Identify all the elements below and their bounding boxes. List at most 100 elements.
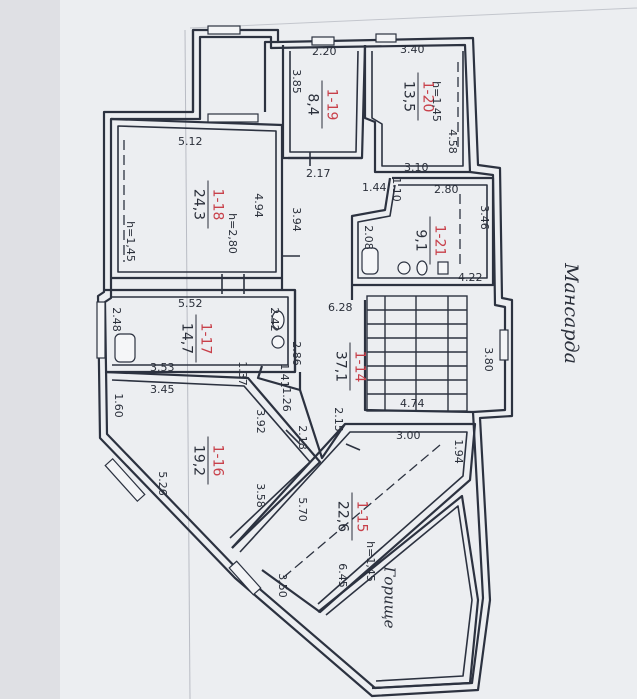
room-area: 19,2	[190, 444, 207, 477]
dim-label: 5.52	[178, 297, 203, 310]
wall-room-19-inner	[289, 50, 359, 153]
room-17-label: 1-17 14,7	[178, 309, 214, 369]
dim-label: 5.70	[295, 497, 309, 522]
room-id: 1-17	[197, 322, 214, 355]
wall-room-18	[110, 117, 284, 280]
attic-label: Горище	[380, 566, 399, 629]
window-room-17	[96, 301, 106, 359]
dim-label: 6.45	[335, 563, 349, 588]
window-room-19	[311, 36, 335, 46]
slope-line-15	[277, 444, 441, 583]
room-14-label: 1-14 37,1	[332, 337, 368, 397]
wall-room-16	[104, 370, 322, 549]
toilet-icon-21	[416, 260, 428, 276]
wall-room-15-inner	[239, 431, 468, 605]
dim-label: 1.37	[235, 361, 249, 386]
window-room-15	[228, 560, 262, 596]
dim-label: 3.46	[477, 205, 491, 230]
room-area: 22,6	[334, 500, 351, 533]
sink-icon-21	[397, 261, 411, 275]
dim-label: h=1,45	[123, 221, 137, 262]
wall-room-20-inner	[371, 51, 464, 167]
dim-label: 6.28	[328, 301, 353, 314]
dim-label: 3.92	[253, 409, 267, 434]
dim-label: 2.08	[361, 225, 375, 250]
room-id: 1-16	[209, 444, 226, 477]
wall-room-18-inner	[117, 125, 277, 273]
dim-label: 4.74	[400, 397, 425, 410]
dim-label: 2.86	[289, 341, 303, 366]
room-15-height: h=1,45	[363, 541, 377, 582]
dim-label: 1.44	[362, 181, 387, 194]
room-area: 24,3	[190, 188, 207, 221]
dim-label: 1.94	[451, 439, 465, 464]
window-top-balcony	[207, 25, 241, 35]
dim-label: 2.15	[331, 407, 345, 432]
dim-label: 5.12	[178, 135, 203, 148]
room-20-height: h=1,45	[429, 81, 443, 122]
room-area: 13,5	[400, 80, 417, 113]
wall-attic	[317, 494, 480, 690]
room-area: 37,1	[332, 350, 349, 383]
dim-label: 3.53	[150, 361, 175, 374]
room-21-label: 1-21 9,1	[412, 211, 448, 271]
balcony-wall	[191, 30, 278, 112]
floor-title: Мансарда	[559, 263, 582, 364]
dim-label: 1.26	[279, 387, 293, 412]
paper-fold-line-top	[189, 7, 637, 29]
dim-label: 3.10	[404, 161, 429, 174]
dim-label: 2.42	[267, 307, 281, 332]
door-mark-16	[285, 429, 301, 445]
dim-label: 3.40	[400, 43, 425, 56]
inner-outline	[103, 35, 507, 690]
dim-label: 1.41	[277, 363, 291, 388]
dim-label: 3.50	[275, 573, 289, 598]
wall-hall	[280, 156, 362, 460]
room-id: 1-21	[431, 224, 448, 257]
dim-label: 2.18	[295, 425, 309, 450]
window-room-20	[375, 33, 397, 43]
door-mark-15	[345, 443, 361, 451]
room-id: 1-14	[351, 350, 368, 383]
dim-label: 1.60	[111, 393, 125, 418]
wall-attic-inner	[325, 505, 473, 682]
wall-room-20	[363, 45, 470, 174]
dim-label: 2.17	[306, 167, 331, 180]
room-18-label: 1-18 24,3	[190, 175, 226, 235]
room-area: 8,4	[304, 93, 321, 116]
dim-label: 2.20	[312, 45, 337, 58]
toilet-icon-17	[271, 310, 285, 330]
wall-room-17-inner	[112, 296, 289, 366]
shower-icon-21	[437, 261, 449, 275]
dim-label: 1.10	[389, 177, 403, 202]
dim-label: 4.22	[458, 271, 483, 284]
dim-label: 5.26	[155, 471, 169, 496]
staircase	[366, 295, 468, 412]
room-id: 1-19	[323, 88, 340, 121]
dim-label: 3.45	[150, 383, 175, 396]
dim-label: 3.00	[396, 429, 421, 442]
room-area: 14,7	[178, 322, 195, 355]
dim-label: 3.80	[481, 347, 495, 372]
wall-corridor-lower	[256, 365, 302, 392]
bathtub-icon-21	[361, 247, 379, 275]
room-id: 1-18	[209, 188, 226, 221]
room-16-label: 1-16 19,2	[190, 431, 226, 491]
paper-page	[60, 0, 637, 699]
dim-label: 4.58	[445, 129, 459, 154]
room-area: 9,1	[412, 229, 429, 252]
room-19-label: 1-19 8,4	[304, 75, 340, 135]
window-stair	[499, 329, 509, 361]
dim-label: 2.48	[109, 307, 123, 332]
outer-wall	[96, 28, 514, 698]
window-room-18	[207, 113, 259, 123]
wall-room-21-inner	[357, 184, 488, 279]
dim-label: 3.94	[289, 207, 303, 232]
wall-room-16-inner	[111, 379, 311, 539]
dim-label: 4.94	[251, 193, 265, 218]
window-room-16	[104, 457, 146, 503]
sink-icon-17	[271, 335, 285, 349]
wall-room-15	[231, 422, 477, 614]
dim-label: 2.80	[434, 183, 459, 196]
